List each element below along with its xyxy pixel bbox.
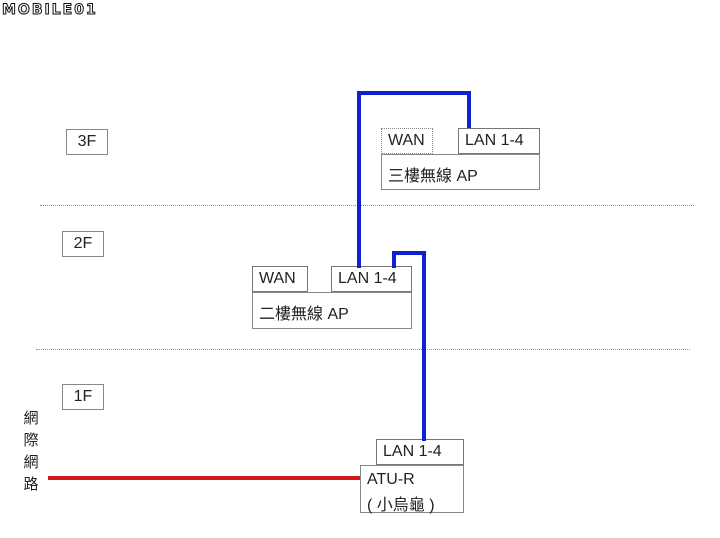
ap-2f-lan-port: LAN 1-4 <box>331 266 412 292</box>
cable-2f-to-3f <box>357 91 471 268</box>
atu-r-lan-port: LAN 1-4 <box>376 439 464 465</box>
mobile01-logo: MOBILE01 <box>2 2 98 19</box>
cable-atu-to-2f <box>392 251 426 441</box>
floor-label-3f: 3F <box>66 129 108 155</box>
ap-2f-name: 二樓無線 AP <box>259 306 349 323</box>
internet-label: 網際網路 <box>23 410 39 493</box>
ap-2f-body: 二樓無線 AP <box>252 292 412 329</box>
ap-3f-wan-port: WAN <box>381 128 433 154</box>
atu-r-body: ATU-R ( 小烏龜 ) <box>360 465 464 514</box>
ap-3f-body: 三樓無線 AP <box>381 154 540 190</box>
atu-r-subtitle: ( 小烏龜 ) <box>367 497 435 514</box>
ap-3f-name: 三樓無線 AP <box>388 168 478 185</box>
floor-label-1f: 1F <box>62 384 104 410</box>
floor-divider-2f-1f <box>36 349 690 350</box>
atu-r-name: ATU-R <box>367 471 415 488</box>
ap-3f-lan-port: LAN 1-4 <box>458 128 540 154</box>
floor-divider-3f-2f <box>40 205 694 206</box>
floor-label-2f: 2F <box>62 231 104 257</box>
ap-2f-wan-port: WAN <box>252 266 308 292</box>
